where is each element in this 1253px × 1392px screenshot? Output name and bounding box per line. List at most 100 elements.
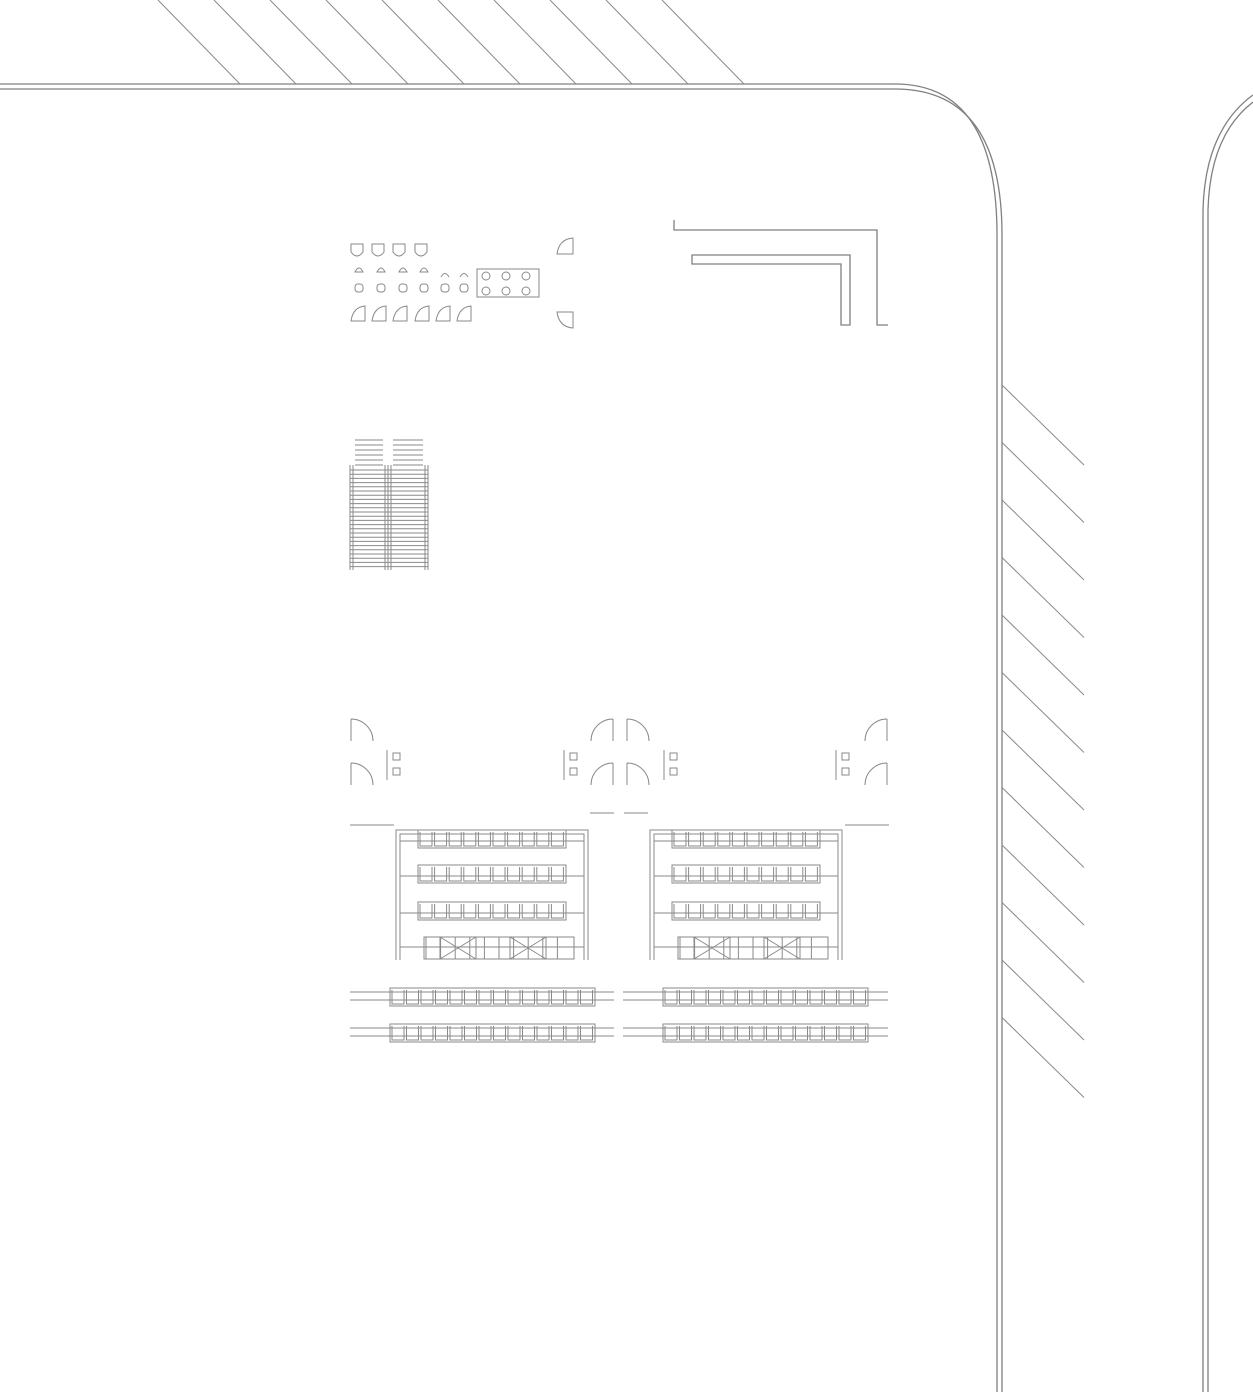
wall-marker bbox=[392, 752, 401, 761]
stool bbox=[459, 283, 469, 293]
shelf-bay bbox=[775, 832, 789, 847]
shelf-bay bbox=[731, 867, 745, 882]
hatch-line bbox=[381, 0, 465, 85]
chair bbox=[435, 305, 451, 322]
row-bay bbox=[737, 1026, 750, 1041]
row-bay bbox=[679, 1026, 692, 1041]
hatch-line bbox=[1001, 557, 1085, 638]
chair bbox=[350, 305, 366, 322]
row-bay bbox=[406, 990, 419, 1005]
shelf-bay bbox=[477, 904, 491, 919]
shelf-bay bbox=[717, 832, 731, 847]
chair bbox=[371, 305, 387, 322]
row-bay bbox=[565, 1026, 579, 1041]
row-bay bbox=[737, 990, 750, 1005]
chair bbox=[392, 305, 408, 322]
row-bay bbox=[536, 1026, 550, 1041]
chair bbox=[392, 243, 406, 257]
row-bay bbox=[449, 990, 463, 1005]
shelf-bay bbox=[521, 904, 535, 919]
shelf-bay bbox=[521, 832, 535, 847]
crossed-unit bbox=[439, 936, 477, 960]
door-swing bbox=[626, 762, 650, 786]
shelf-frame bbox=[649, 829, 843, 960]
door-swing bbox=[350, 762, 374, 786]
shelf-bay bbox=[702, 904, 716, 919]
shelf-bay bbox=[746, 832, 760, 847]
stool bbox=[398, 283, 408, 293]
row-bay bbox=[406, 1026, 419, 1041]
shelf-bay bbox=[746, 867, 760, 882]
shelf-bay bbox=[492, 904, 506, 919]
shelf-bay bbox=[550, 904, 564, 919]
shelf-row bbox=[671, 864, 821, 884]
shelf-frame bbox=[399, 833, 585, 960]
shelf-bay bbox=[521, 867, 535, 882]
hatch-line bbox=[1001, 614, 1085, 696]
shelf-bay bbox=[434, 832, 448, 847]
row-bay bbox=[664, 990, 678, 1005]
row-bay bbox=[551, 990, 564, 1005]
row-bay bbox=[391, 1026, 405, 1041]
door-swing bbox=[590, 762, 614, 786]
row-bay bbox=[853, 1026, 866, 1041]
stool bbox=[376, 283, 386, 293]
shelf-bay bbox=[731, 904, 745, 919]
shelf-bay bbox=[804, 904, 818, 919]
row-bay bbox=[565, 990, 579, 1005]
row-bay bbox=[824, 990, 837, 1005]
hatch-line bbox=[1001, 787, 1085, 868]
row-bay bbox=[420, 1026, 434, 1041]
row-bay bbox=[795, 1026, 808, 1041]
shelf-bay bbox=[492, 867, 506, 882]
shelf-row bbox=[671, 829, 821, 849]
door-swing bbox=[864, 718, 888, 742]
stool bbox=[376, 267, 386, 273]
row-bay bbox=[507, 990, 521, 1005]
shelf-bay bbox=[790, 832, 804, 847]
shelf-bay bbox=[536, 832, 550, 847]
shelf-bay bbox=[492, 832, 506, 847]
row-bay bbox=[708, 990, 721, 1005]
shelf-bay bbox=[804, 867, 818, 882]
shelf-bay bbox=[790, 904, 804, 919]
wall-marker bbox=[569, 767, 578, 776]
shelf-bay bbox=[419, 904, 433, 919]
staircase bbox=[349, 439, 429, 570]
chair bbox=[456, 305, 472, 322]
row-bay bbox=[478, 990, 492, 1005]
shelf-bay bbox=[702, 867, 716, 882]
row-bay bbox=[551, 1026, 564, 1041]
shelf-bay bbox=[702, 832, 716, 847]
row-bay bbox=[522, 1026, 535, 1041]
shelf-bay bbox=[463, 904, 477, 919]
row-bay bbox=[507, 1026, 521, 1041]
row-bay bbox=[766, 990, 779, 1005]
shelf-bay bbox=[463, 832, 477, 847]
hatch-line bbox=[1001, 442, 1085, 523]
door-swings bbox=[350, 718, 889, 826]
row-bay bbox=[693, 1026, 707, 1041]
row-bay bbox=[708, 1026, 721, 1041]
wall-marker bbox=[569, 752, 578, 761]
crossed-unit bbox=[439, 936, 477, 960]
hatch-line bbox=[1001, 902, 1085, 983]
stool bbox=[440, 273, 450, 278]
stool bbox=[398, 267, 408, 273]
shelf-bay bbox=[434, 867, 448, 882]
row-bay bbox=[751, 990, 765, 1005]
hatch-line bbox=[1001, 1017, 1085, 1098]
seat bbox=[481, 286, 491, 296]
row-bay bbox=[838, 1026, 852, 1041]
shelf-bay bbox=[550, 867, 564, 882]
row-bay bbox=[478, 1026, 492, 1041]
shelf-bay bbox=[688, 904, 702, 919]
shelf-bay bbox=[448, 904, 462, 919]
chair bbox=[556, 237, 574, 255]
chair bbox=[414, 305, 430, 322]
chair bbox=[414, 243, 428, 257]
row-bay bbox=[853, 990, 866, 1005]
row-bay bbox=[522, 990, 535, 1005]
stool bbox=[419, 283, 429, 293]
